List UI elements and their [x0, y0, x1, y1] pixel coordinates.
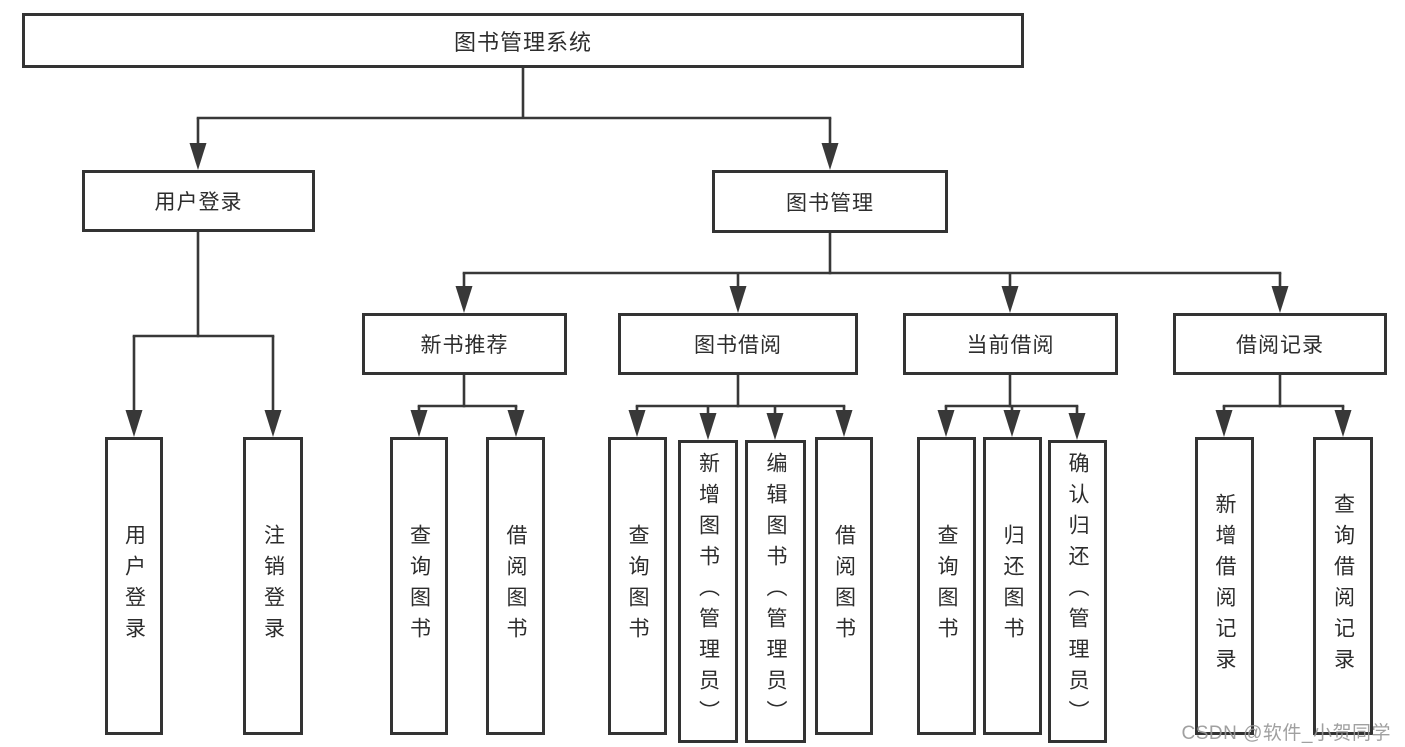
arrowheads-user-group: [125, 410, 282, 437]
node-leaf-query-books-borrow: 查询图书: [608, 437, 667, 735]
arrowheads-current-group: [937, 410, 1086, 440]
node-library-management-system: 图书管理系统: [22, 13, 1024, 68]
node-book-management: 图书管理: [712, 170, 948, 233]
node-leaf-query-books-recommend: 查询图书: [390, 437, 448, 735]
connector-book-management-to-level3: [462, 233, 1282, 303]
connector-current-to-leaves: [944, 375, 1079, 430]
node-leaf-borrow-books: 借阅图书: [815, 437, 873, 735]
node-leaf-add-books-admin: 新增图书（管理员）: [678, 440, 738, 743]
arrowheads-level2: [189, 143, 839, 170]
arrowheads-recommend-group: [410, 410, 525, 437]
node-leaf-add-borrow-record: 新增借阅记录: [1195, 437, 1254, 735]
node-leaf-edit-books-admin: 编辑图书（管理员）: [745, 440, 806, 743]
node-user-login: 用户登录: [82, 170, 315, 232]
arrowheads-borrowing-group: [628, 410, 853, 440]
node-leaf-return-books: 归还图书: [983, 437, 1042, 735]
connector-user-login-to-leaves: [132, 232, 275, 427]
node-borrowing-records: 借阅记录: [1173, 313, 1387, 375]
node-leaf-query-books-current: 查询图书: [917, 437, 976, 735]
node-current-borrowing: 当前借阅: [903, 313, 1118, 375]
node-book-borrowing: 图书借阅: [618, 313, 858, 375]
node-leaf-confirm-return-admin: 确认归还（管理员）: [1048, 440, 1107, 743]
arrowheads-records-group: [1215, 410, 1352, 437]
node-leaf-query-borrow-record: 查询借阅记录: [1313, 437, 1373, 735]
csdn-watermark: CSDN @软件_小贺同学: [1181, 723, 1391, 744]
node-leaf-borrow-books-recommend: 借阅图书: [486, 437, 545, 735]
connector-borrowing-to-leaves: [635, 375, 846, 430]
connector-recommend-to-leaves: [417, 375, 518, 427]
connector-root-to-level2: [196, 68, 832, 160]
node-new-book-recommendation: 新书推荐: [362, 313, 567, 375]
connector-records-to-leaves: [1222, 375, 1345, 427]
node-leaf-logout: 注销登录: [243, 437, 303, 735]
arrowheads-level3: [455, 286, 1289, 313]
node-leaf-user-login: 用户登录: [105, 437, 163, 735]
